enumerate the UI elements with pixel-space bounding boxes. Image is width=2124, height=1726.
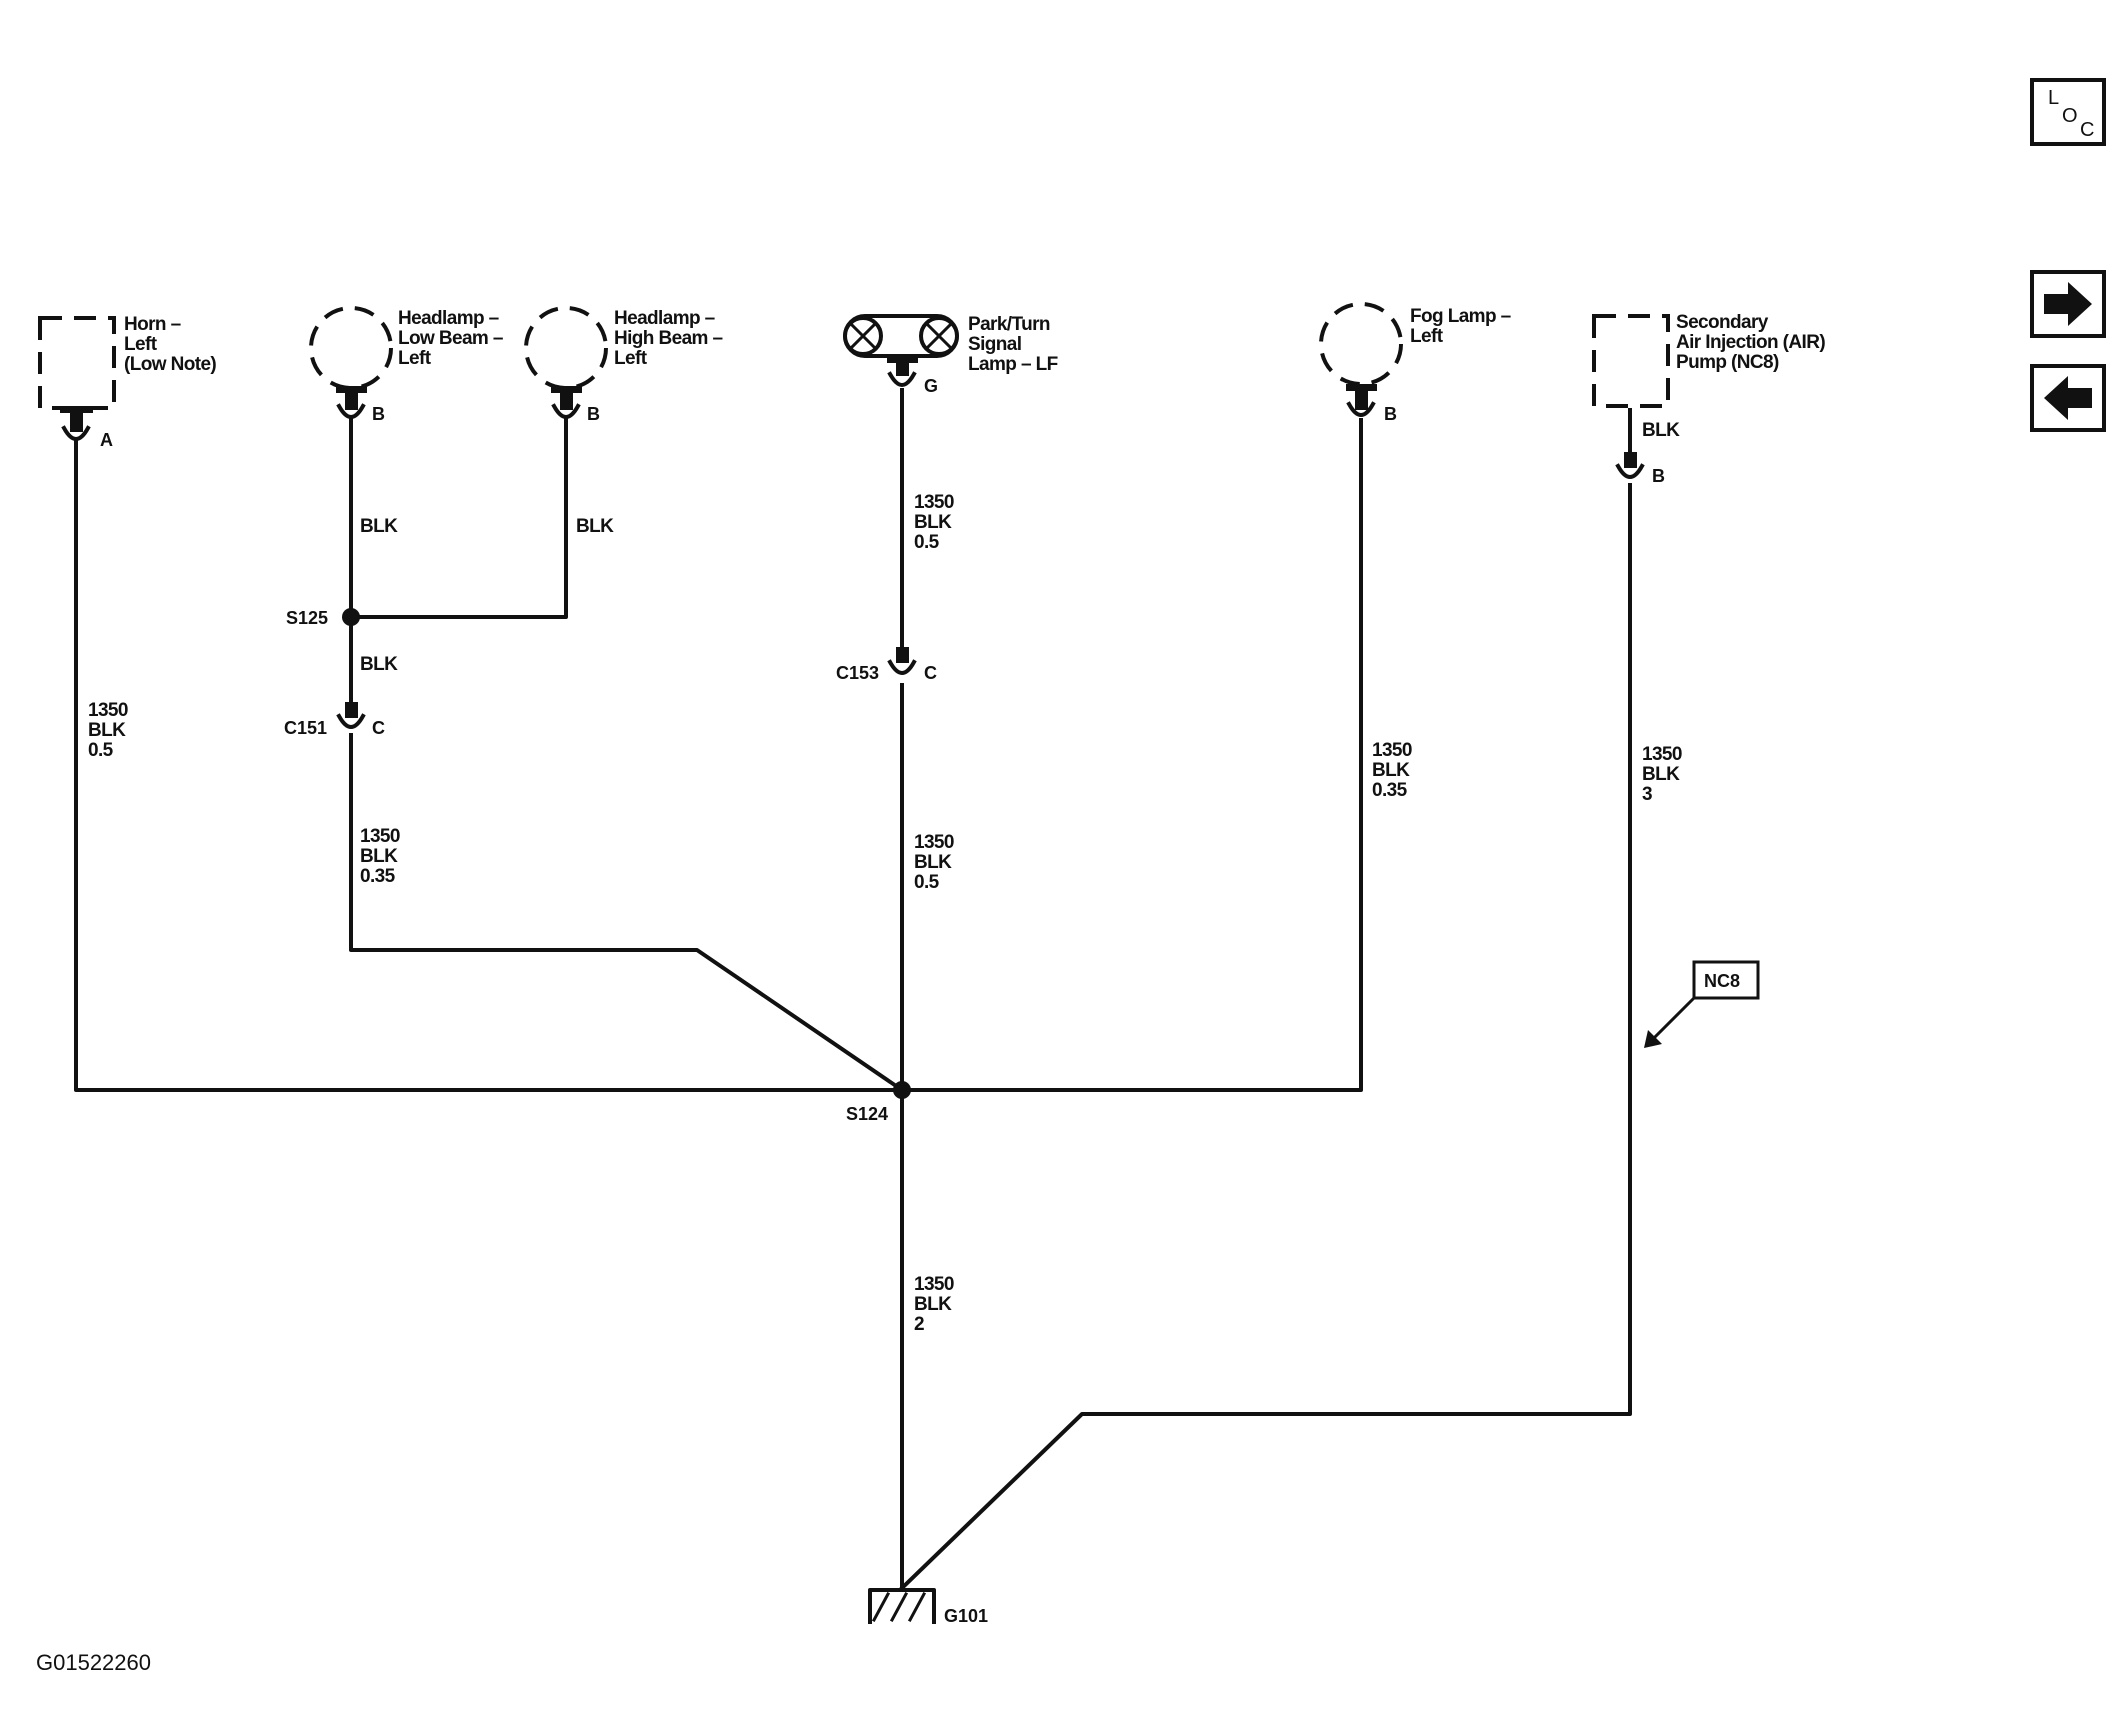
svg-text:Signal: Signal bbox=[968, 334, 1021, 355]
svg-text:Air Injection (AIR): Air Injection (AIR) bbox=[1676, 332, 1825, 353]
wire-label-hl-low-top: BLK bbox=[360, 516, 398, 537]
next-page-button[interactable] bbox=[2030, 270, 2106, 338]
svg-text:1350: 1350 bbox=[1372, 740, 1412, 761]
wire-label-hl-mid: BLK bbox=[360, 654, 398, 675]
svg-text:Lamp – LF: Lamp – LF bbox=[968, 354, 1058, 375]
svg-text:BLK: BLK bbox=[914, 1294, 952, 1315]
svg-text:Secondary: Secondary bbox=[1676, 312, 1769, 333]
svg-text:Left: Left bbox=[1410, 326, 1444, 347]
svg-text:Pump (NC8): Pump (NC8) bbox=[1676, 352, 1779, 373]
svg-text:S124: S124 bbox=[846, 1104, 888, 1124]
svg-text:C151: C151 bbox=[284, 718, 327, 738]
svg-text:C: C bbox=[372, 718, 385, 738]
svg-text:(Low Note): (Low Note) bbox=[124, 354, 216, 375]
secondary-air-injection-pump: Secondary Air Injection (AIR) Pump (NC8)… bbox=[1592, 312, 1826, 486]
svg-text:Left: Left bbox=[398, 348, 432, 369]
headlamp-low-beam-left: Headlamp – Low Beam – Left B bbox=[309, 306, 503, 424]
svg-text:0.5: 0.5 bbox=[88, 740, 114, 761]
svg-text:B: B bbox=[1384, 404, 1397, 424]
svg-text:G101: G101 bbox=[944, 1606, 988, 1626]
wire-fog-lamp bbox=[900, 418, 1363, 1092]
callout-arrow-icon bbox=[1644, 1030, 1662, 1048]
svg-text:3: 3 bbox=[1642, 784, 1652, 805]
svg-text:C: C bbox=[924, 663, 937, 683]
wire-horn bbox=[74, 438, 904, 1092]
svg-text:C153: C153 bbox=[836, 663, 879, 683]
splice-s124: S124 bbox=[846, 1081, 911, 1124]
svg-text:1350: 1350 bbox=[914, 492, 954, 513]
svg-text:0.5: 0.5 bbox=[914, 872, 940, 893]
wire-label-park-top: 1350 BLK 0.5 bbox=[914, 492, 955, 553]
fog-lamp-left: Fog Lamp – Left B bbox=[1319, 302, 1511, 424]
svg-text:BLK: BLK bbox=[1372, 760, 1410, 781]
wire-air-pump-ground bbox=[899, 483, 1632, 1591]
svg-text:High Beam –: High Beam – bbox=[614, 328, 723, 349]
splice-s125: S125 bbox=[286, 608, 360, 628]
connector-c153: C153 C bbox=[836, 647, 937, 683]
svg-text:0.5: 0.5 bbox=[914, 532, 940, 553]
arrow-right-icon bbox=[2044, 282, 2092, 326]
svg-text:Horn –: Horn – bbox=[124, 314, 181, 335]
svg-text:Headlamp –: Headlamp – bbox=[614, 308, 715, 329]
svg-text:Headlamp –: Headlamp – bbox=[398, 308, 499, 329]
wire-label-hl-bottom: 1350 BLK 0.35 bbox=[360, 826, 401, 887]
svg-text:1350: 1350 bbox=[88, 700, 128, 721]
svg-text:Left: Left bbox=[124, 334, 158, 355]
svg-text:BLK: BLK bbox=[914, 852, 952, 873]
svg-text:BLK: BLK bbox=[1642, 420, 1680, 441]
wire-label-ground: 1350 BLK 2 bbox=[914, 1274, 955, 1335]
svg-text:S125: S125 bbox=[286, 608, 328, 628]
svg-text:Left: Left bbox=[614, 348, 648, 369]
svg-text:BLK: BLK bbox=[88, 720, 126, 741]
svg-text:1350: 1350 bbox=[360, 826, 400, 847]
svg-text:0.35: 0.35 bbox=[360, 866, 396, 887]
svg-text:BLK: BLK bbox=[1642, 764, 1680, 785]
wire-label-hl-high-top: BLK bbox=[576, 516, 614, 537]
svg-text:A: A bbox=[100, 430, 113, 450]
svg-text:2: 2 bbox=[914, 1314, 924, 1335]
wires bbox=[74, 388, 1632, 1591]
svg-text:Low Beam –: Low Beam – bbox=[398, 328, 503, 349]
location-button[interactable]: L O C bbox=[2030, 78, 2106, 146]
svg-text:G: G bbox=[924, 376, 938, 396]
svg-text:Fog Lamp –: Fog Lamp – bbox=[1410, 306, 1511, 327]
horn-left: Horn – Left (Low Note) A bbox=[38, 314, 217, 450]
loc-letter-l: L bbox=[2048, 87, 2059, 109]
svg-text:1350: 1350 bbox=[914, 832, 954, 853]
svg-text:1350: 1350 bbox=[1642, 744, 1682, 765]
svg-text:B: B bbox=[1652, 466, 1665, 486]
option-callout-nc8: NC8 bbox=[1644, 960, 1760, 1048]
wire-label-fog: 1350 BLK 0.35 bbox=[1372, 740, 1413, 801]
previous-page-button[interactable] bbox=[2030, 364, 2106, 432]
wire-c151-s124 bbox=[349, 733, 905, 1093]
arrow-left-icon bbox=[2044, 376, 2092, 420]
wire-headlamp-high bbox=[349, 418, 568, 619]
svg-text:BLK: BLK bbox=[914, 512, 952, 533]
svg-text:Park/Turn: Park/Turn bbox=[968, 314, 1050, 335]
figure-id: G01522260 bbox=[36, 1650, 151, 1675]
svg-text:B: B bbox=[587, 404, 600, 424]
headlamp-high-beam-left: Headlamp – High Beam – Left B bbox=[524, 306, 723, 424]
wire-label-park-bottom: 1350 BLK 0.5 bbox=[914, 832, 955, 893]
wire-label-air: 1350 BLK 3 bbox=[1642, 744, 1683, 805]
loc-letter-o: O bbox=[2062, 105, 2078, 127]
park-turn-signal-lamp-lf: Park/Turn Signal Lamp – LF G bbox=[843, 314, 1058, 396]
connector-c151: C151 C bbox=[284, 702, 385, 738]
svg-text:1350: 1350 bbox=[914, 1274, 954, 1295]
loc-letter-c: C bbox=[2080, 119, 2094, 141]
svg-text:B: B bbox=[372, 404, 385, 424]
ground-g101: G101 bbox=[868, 1588, 988, 1626]
svg-text:NC8: NC8 bbox=[1704, 971, 1740, 991]
svg-text:0.35: 0.35 bbox=[1372, 780, 1408, 801]
svg-text:BLK: BLK bbox=[360, 846, 398, 867]
wire-label-horn: 1350 BLK 0.5 bbox=[88, 700, 129, 761]
